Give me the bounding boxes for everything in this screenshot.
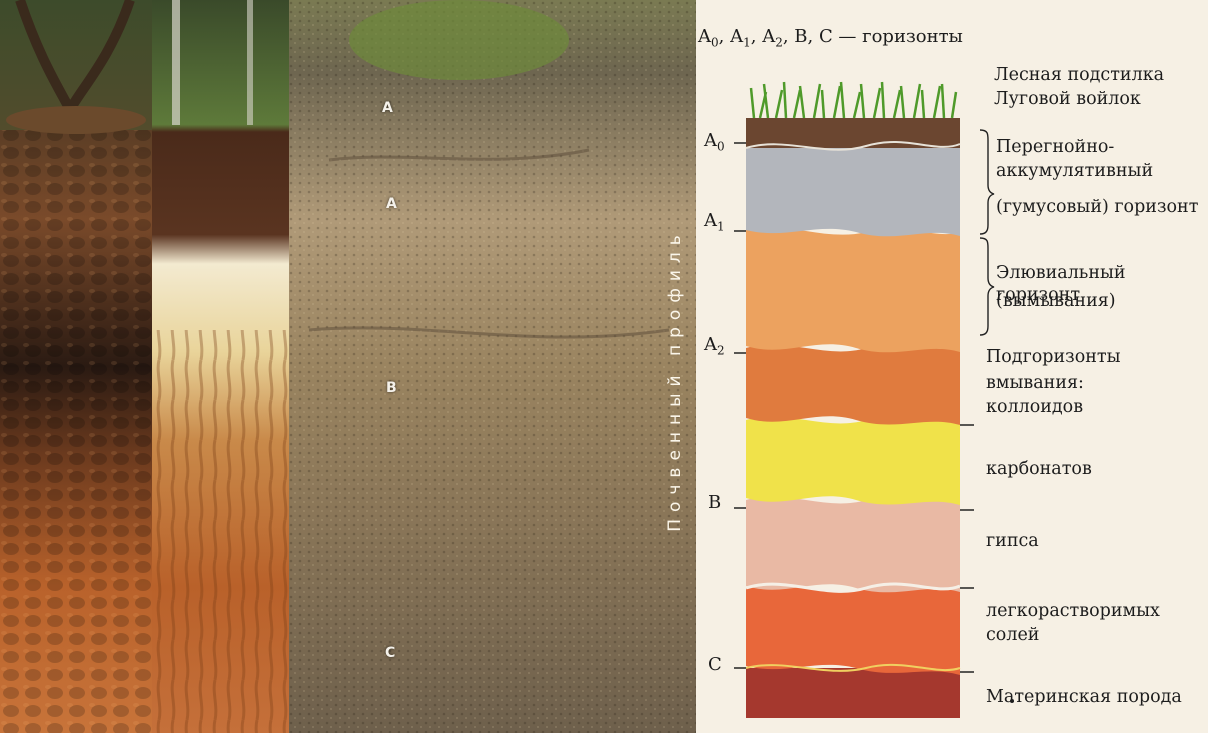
label-litter-2: Луговой войлок bbox=[994, 88, 1141, 110]
label-colloids: коллоидов bbox=[986, 396, 1083, 418]
level-c: C bbox=[708, 654, 722, 675]
soil-profile-photo bbox=[289, 0, 696, 733]
label-eluvial-2: (вымывания) bbox=[996, 290, 1116, 312]
brace-humus bbox=[980, 130, 994, 234]
layer-carbonates bbox=[746, 416, 960, 505]
label-sub-1: Подгоризонты bbox=[986, 346, 1121, 368]
layer-gypsum bbox=[746, 496, 960, 592]
soil-horizon-diagram: A0, A1, A2, B, C — горизонты bbox=[696, 0, 1208, 733]
photo-horizon-label-a2: A bbox=[386, 196, 397, 212]
photo-horizon-label-c: C bbox=[385, 645, 395, 661]
label-salts-1: легкорастворимых bbox=[986, 600, 1160, 622]
level-a2: A2 bbox=[704, 334, 725, 358]
label-sub-2: вмывания: bbox=[986, 372, 1084, 394]
vertical-caption: Почвенный профиль bbox=[660, 80, 690, 680]
layer-salts bbox=[746, 584, 960, 675]
label-salts-2: солей bbox=[986, 624, 1039, 646]
label-carbonates: карбонатов bbox=[986, 458, 1092, 480]
label-parent-rock: Материнская порода bbox=[986, 686, 1182, 708]
photo-horizon-label-a1: A bbox=[382, 100, 393, 116]
layer-parent-rock bbox=[746, 668, 960, 718]
soil-painting-middle bbox=[152, 0, 289, 733]
level-b: B bbox=[708, 492, 721, 513]
label-humus-1: Перегнойно- bbox=[996, 136, 1114, 158]
photo-horizon-label-b: B bbox=[386, 380, 397, 396]
label-humus-2: аккумулятивный bbox=[996, 160, 1153, 182]
label-gypsum: гипса bbox=[986, 530, 1039, 552]
level-a0: A0 bbox=[704, 130, 725, 154]
layer-humus bbox=[746, 136, 960, 236]
label-litter-1: Лесная подстилка bbox=[994, 64, 1164, 86]
level-a1: A1 bbox=[704, 210, 725, 234]
brace-eluvial bbox=[980, 238, 994, 335]
layer-eluvial bbox=[746, 227, 960, 352]
soil-painting-left bbox=[0, 0, 152, 733]
layer-colloids bbox=[746, 344, 960, 425]
label-humus-3: (гумусовый) горизонт bbox=[996, 196, 1198, 218]
grass-icon bbox=[751, 82, 956, 118]
